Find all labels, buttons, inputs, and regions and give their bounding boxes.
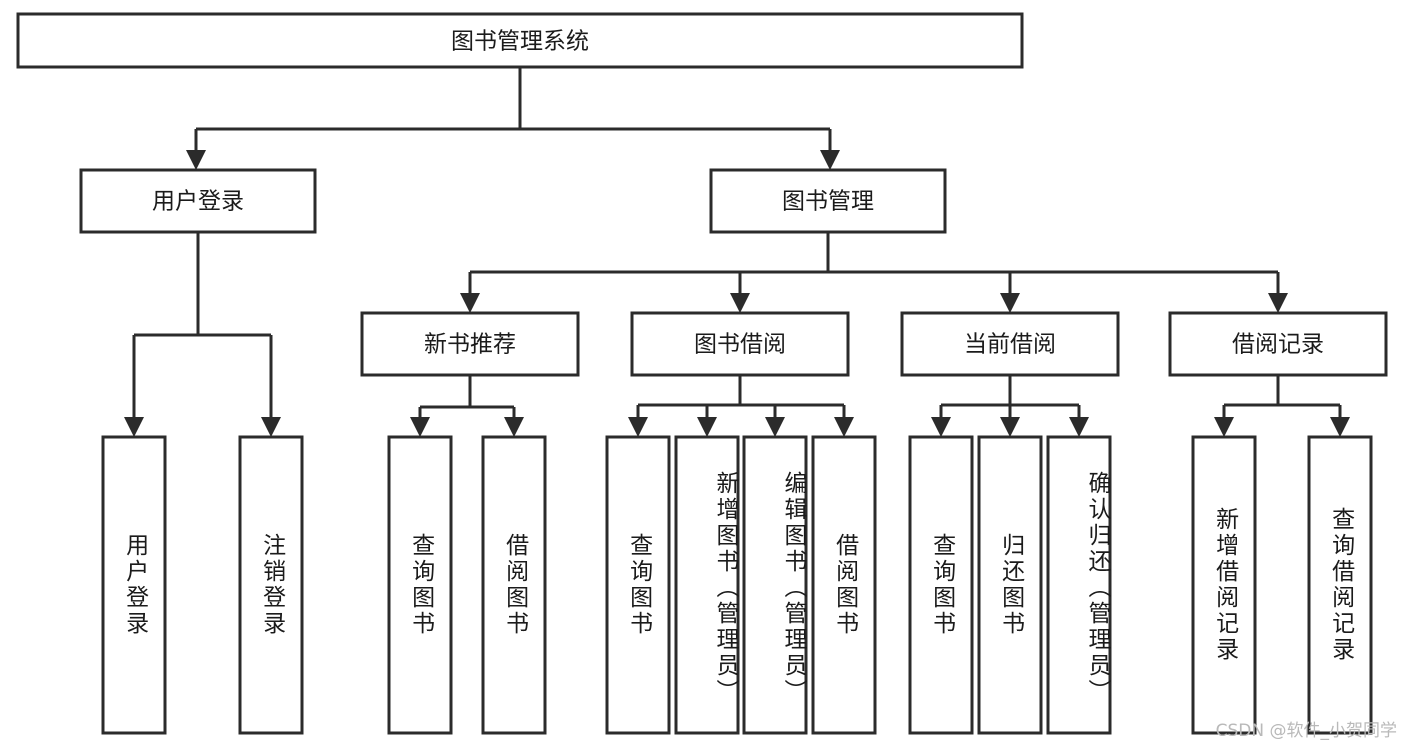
arrow-head-icon <box>1268 293 1288 313</box>
leaf-box-logout[interactable] <box>238 435 304 735</box>
arrow-head-icon <box>186 150 206 170</box>
arrow-head-icon <box>834 417 854 437</box>
node-root[interactable]: 图书管理系统 <box>16 12 1024 69</box>
connector-book-management-to-level3 <box>460 232 1288 313</box>
node-user-login-label: 用户登录 <box>152 189 244 215</box>
arrow-head-icon <box>1330 417 1350 437</box>
arrow-head-icon <box>124 417 144 437</box>
connector-borrow-record-to-leaves <box>1214 375 1350 437</box>
leaf-box-query-borrow-record[interactable] <box>1307 435 1373 735</box>
arrow-head-icon <box>1069 417 1089 437</box>
connector-root-to-level2 <box>186 67 840 170</box>
leaf-box-borrow-book-1[interactable] <box>481 435 547 735</box>
arrow-head-icon <box>1214 417 1234 437</box>
node-book-borrow[interactable]: 图书借阅 <box>630 311 850 377</box>
node-book-management[interactable]: 图书管理 <box>709 168 947 234</box>
connector-book-borrow-to-leaves <box>628 375 854 437</box>
leaf-box-query-book-1[interactable] <box>387 435 453 735</box>
connector-user-login-to-leaves <box>124 232 281 437</box>
leaf-box-query-book-3[interactable] <box>908 435 974 735</box>
leaf-box-add-borrow-record[interactable] <box>1191 435 1257 735</box>
arrow-head-icon <box>460 293 480 313</box>
arrow-head-icon <box>730 293 750 313</box>
node-borrow-record-label: 借阅记录 <box>1232 332 1324 358</box>
connector-new-book-recommend-to-leaves <box>410 375 524 437</box>
node-current-borrow-label: 当前借阅 <box>964 332 1056 358</box>
leaf-box-user-login[interactable] <box>101 435 167 735</box>
node-book-borrow-label: 图书借阅 <box>694 332 786 358</box>
leaf-box-borrow-book-2[interactable] <box>811 435 877 735</box>
leaf-box-return-book[interactable] <box>977 435 1043 735</box>
node-user-login[interactable]: 用户登录 <box>79 168 317 234</box>
arrow-head-icon <box>820 150 840 170</box>
arrow-head-icon <box>628 417 648 437</box>
leaf-box-edit-book-admin[interactable] <box>742 435 808 735</box>
arrow-head-icon <box>504 417 524 437</box>
leaf-box-confirm-return-admin[interactable] <box>1046 435 1112 735</box>
watermark-text: CSDN @软件_小贺同学 <box>1215 721 1397 741</box>
arrow-head-icon <box>765 417 785 437</box>
leaf-boxes <box>101 435 1373 735</box>
node-new-book-recommend-label: 新书推荐 <box>424 332 516 358</box>
leaf-box-query-book-2[interactable] <box>605 435 671 735</box>
node-current-borrow[interactable]: 当前借阅 <box>900 311 1120 377</box>
leaf-box-add-book-admin[interactable] <box>674 435 740 735</box>
arrow-head-icon <box>261 417 281 437</box>
arrow-head-icon <box>1000 293 1020 313</box>
arrow-head-icon <box>410 417 430 437</box>
node-root-label: 图书管理系统 <box>451 29 589 55</box>
arrow-head-icon <box>697 417 717 437</box>
arrow-head-icon <box>1000 417 1020 437</box>
connector-current-borrow-to-leaves <box>931 375 1089 437</box>
node-book-management-label: 图书管理 <box>782 189 874 215</box>
arrow-head-icon <box>931 417 951 437</box>
node-borrow-record[interactable]: 借阅记录 <box>1168 311 1388 377</box>
node-new-book-recommend[interactable]: 新书推荐 <box>360 311 580 377</box>
